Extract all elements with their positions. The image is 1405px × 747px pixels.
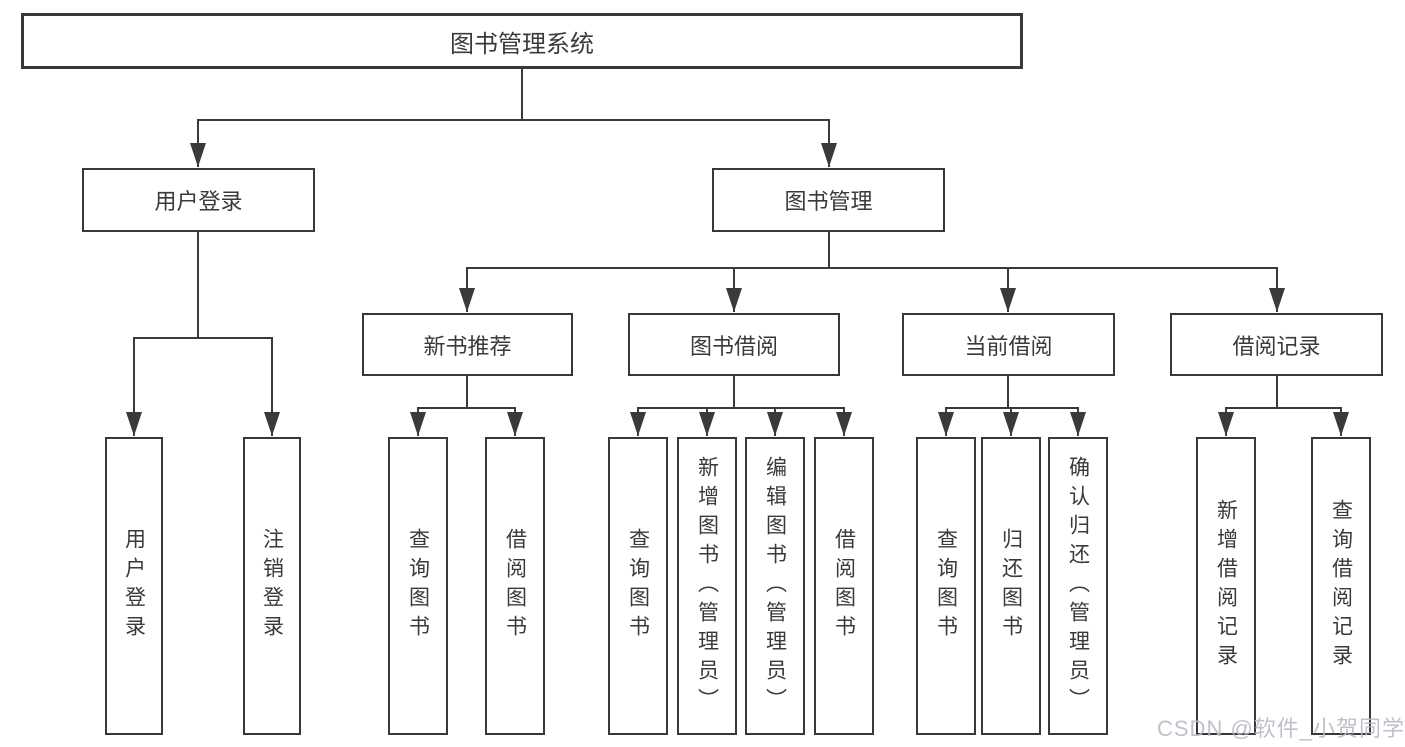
connector-book-borrow-to-leaves [630, 376, 852, 436]
leaf-add-books-admin: 新增图书（管理员） [677, 437, 737, 735]
connector-root-to-level2 [190, 67, 837, 167]
leaf-label: 借阅图书 [503, 528, 527, 644]
leaf-label: 归还图书 [999, 528, 1023, 644]
node-new-book-recommend: 新书推荐 [362, 313, 573, 376]
connector-current-borrow-to-leaves [938, 376, 1086, 436]
leaf-label: 新增图书（管理员） [695, 455, 719, 717]
node-label: 借阅记录 [1232, 333, 1321, 359]
leaf-edit-books-admin: 编辑图书（管理员） [745, 437, 805, 735]
leaf-label: 注销登录 [260, 528, 284, 644]
leaf-logout: 注销登录 [243, 437, 301, 735]
node-book-borrow: 图书借阅 [628, 313, 840, 376]
leaf-borrow-books: 借阅图书 [814, 437, 874, 735]
leaf-query-books: 查询图书 [916, 437, 976, 735]
leaf-label: 查询图书 [934, 528, 958, 644]
connector-borrow-records-to-leaves [1218, 376, 1349, 436]
leaf-query-books: 查询图书 [608, 437, 668, 735]
leaf-query-borrow-record: 查询借阅记录 [1311, 437, 1371, 735]
node-user-login: 用户登录 [82, 168, 315, 232]
leaf-label: 新增借阅记录 [1214, 499, 1238, 673]
leaf-add-borrow-record: 新增借阅记录 [1196, 437, 1256, 735]
node-current-borrow: 当前借阅 [902, 313, 1115, 376]
leaf-user-login: 用户登录 [105, 437, 163, 735]
node-label: 新书推荐 [423, 333, 512, 359]
leaf-label: 查询借阅记录 [1329, 499, 1353, 673]
leaf-borrow-books: 借阅图书 [485, 437, 545, 735]
connector-book-management-to-level3 [459, 232, 1285, 312]
connector-user-login-to-leaves [126, 232, 280, 436]
leaf-label: 查询图书 [626, 528, 650, 644]
leaf-label: 借阅图书 [832, 528, 856, 644]
leaf-label: 确认归还（管理员） [1066, 455, 1090, 717]
leaf-query-books: 查询图书 [388, 437, 448, 735]
leaf-confirm-return-admin: 确认归还（管理员） [1048, 437, 1108, 735]
leaf-label: 查询图书 [406, 528, 430, 644]
leaf-label: 编辑图书（管理员） [763, 455, 787, 717]
leaf-label: 用户登录 [122, 528, 146, 644]
node-label: 当前借阅 [964, 333, 1053, 359]
node-label: 图书管理 [784, 189, 873, 214]
node-book-management: 图书管理 [712, 168, 945, 232]
csdn-watermark: CSDN @软件_小贺同学 [1157, 716, 1405, 741]
node-label: 图书管理系统 [450, 30, 594, 58]
leaf-return-books: 归还图书 [981, 437, 1041, 735]
connector-new-book-to-leaves [410, 376, 523, 436]
node-library-management-system: 图书管理系统 [21, 13, 1023, 69]
node-label: 用户登录 [154, 189, 243, 214]
node-borrow-records: 借阅记录 [1170, 313, 1383, 376]
node-label: 图书借阅 [689, 333, 778, 359]
